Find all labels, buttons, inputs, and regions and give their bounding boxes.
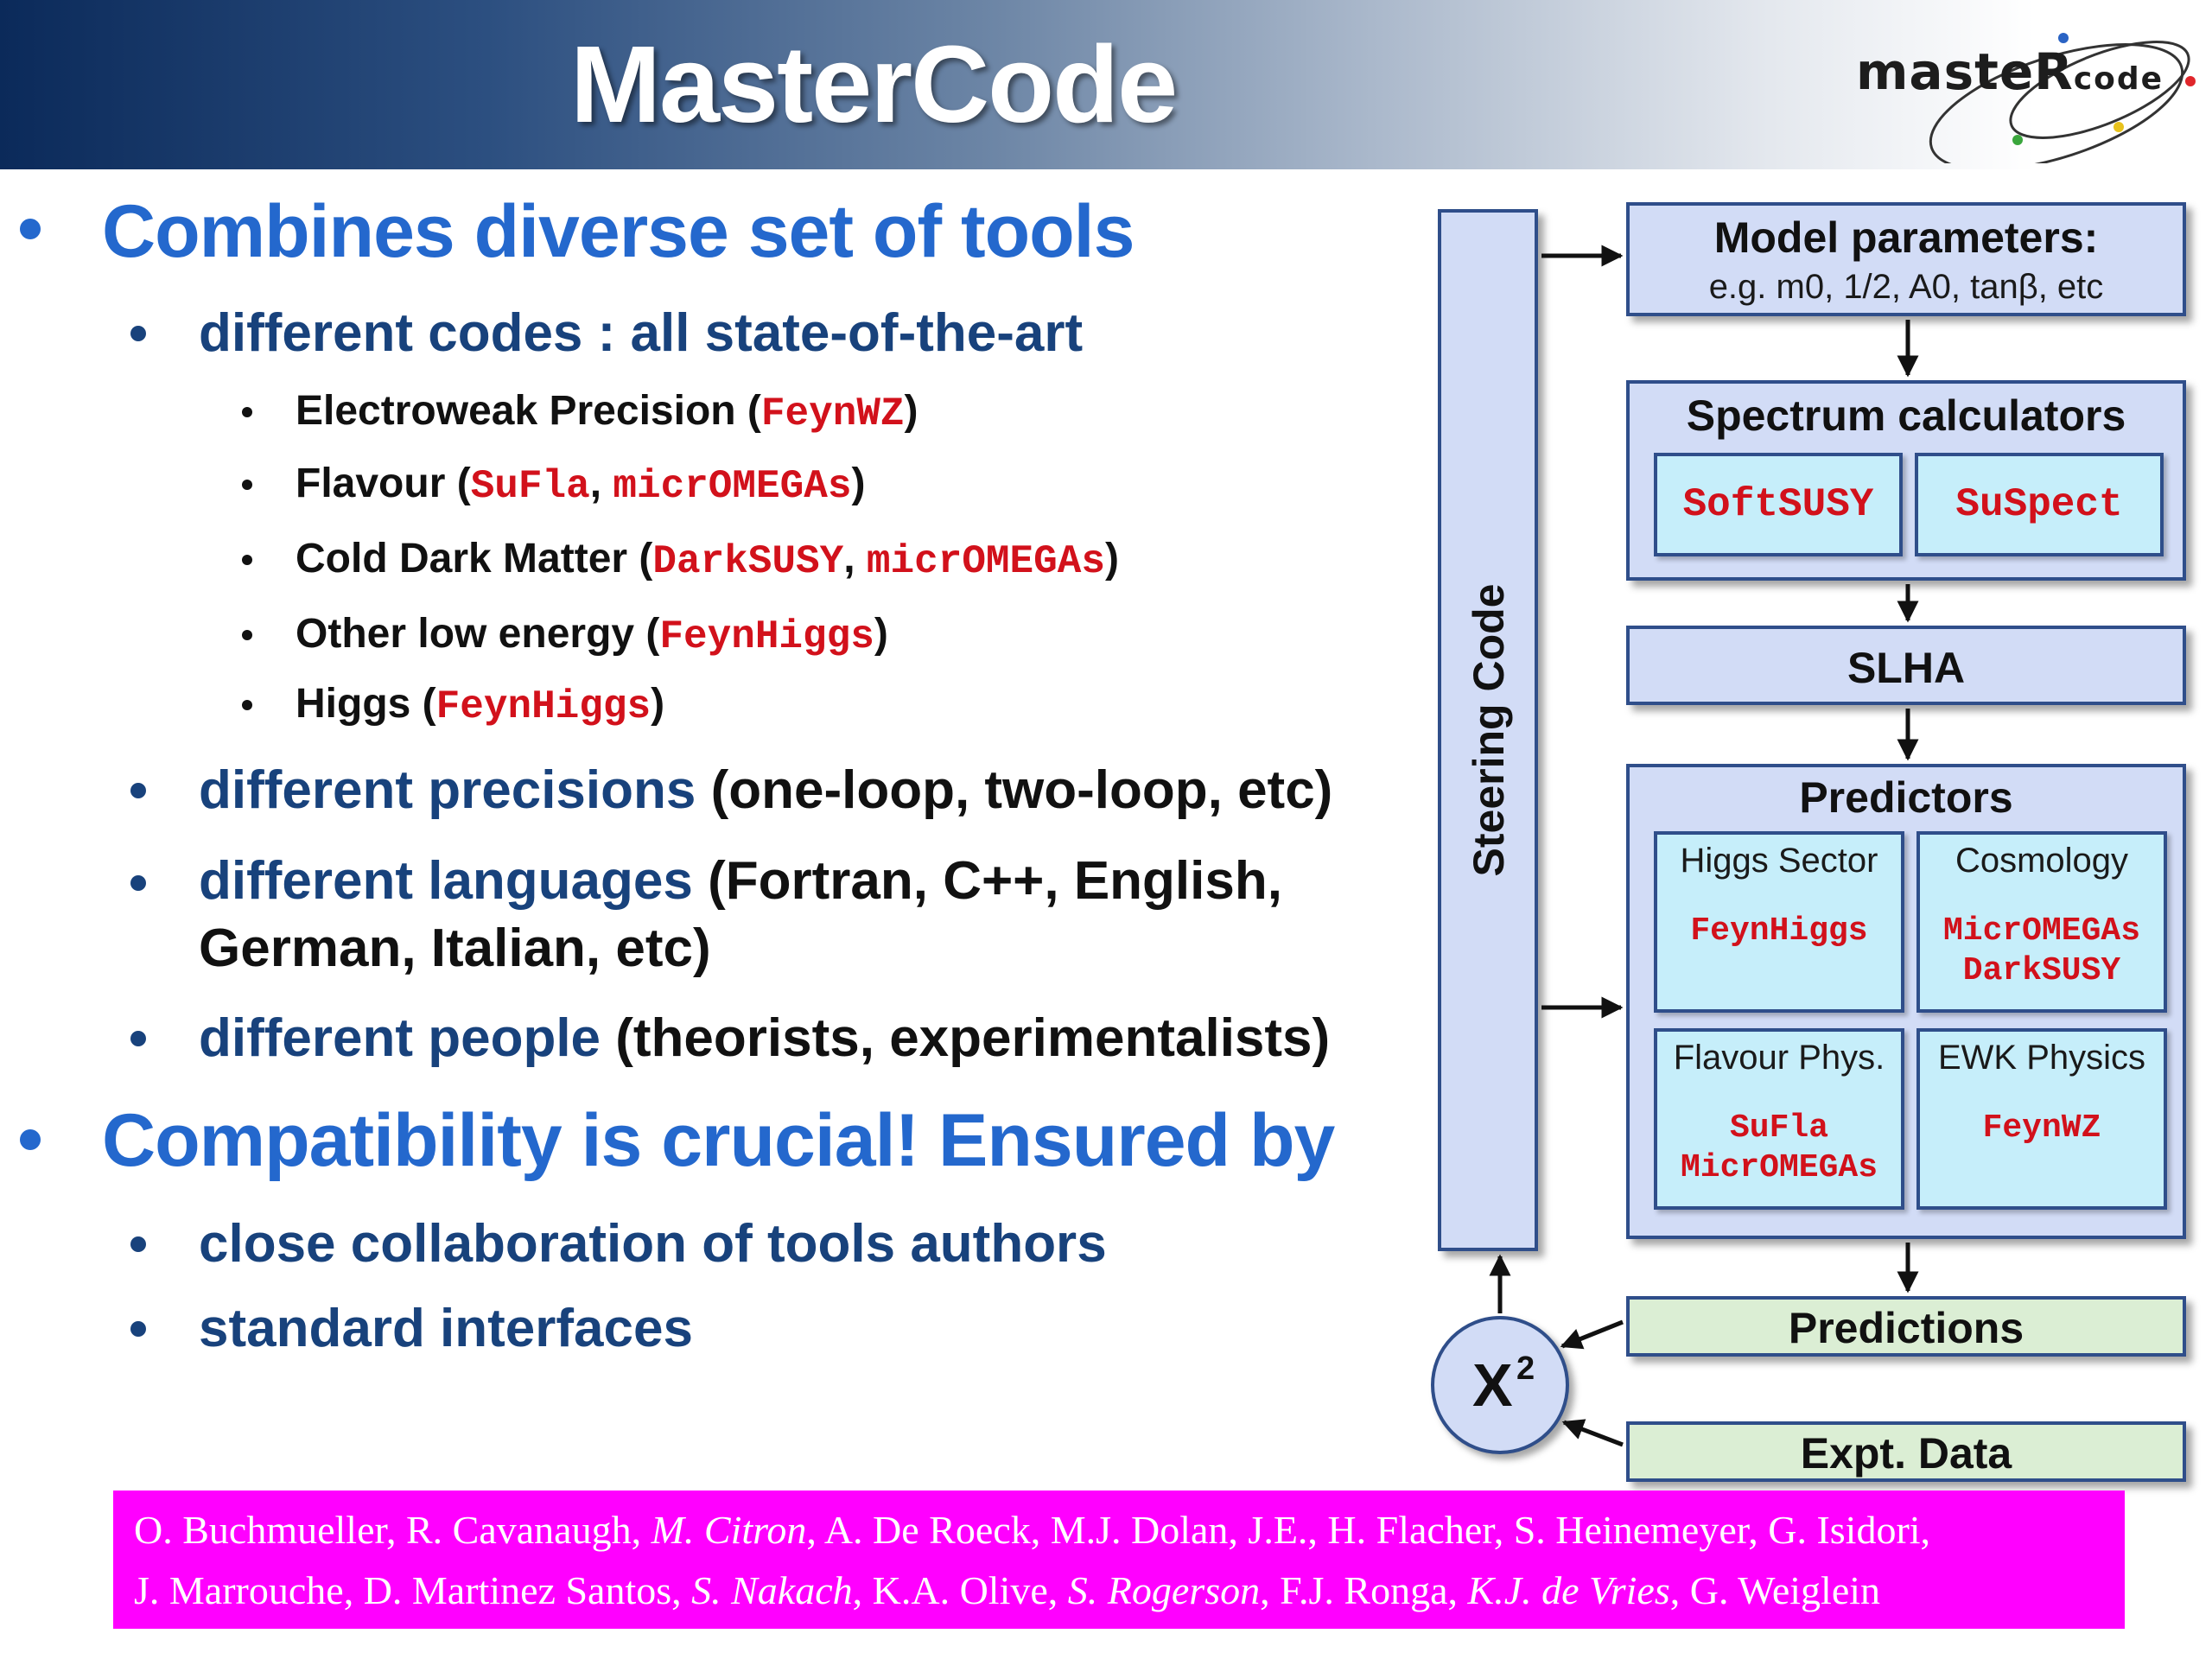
header-bar: MasterCode masteRcode <box>0 0 2212 169</box>
slide-title: MasterCode <box>570 23 1178 145</box>
predictors-box: Predictors Higgs Sector FeynHiggs Cosmol… <box>1626 764 2186 1239</box>
ewk-physics-box: EWK Physics FeynWZ <box>1916 1028 2167 1210</box>
bullet-dot <box>130 326 146 341</box>
bullet-dot <box>20 1129 41 1150</box>
bullet-cold-dark-matter: Cold Dark Matter (DarkSUSY, micrOMEGAs) <box>296 536 1119 584</box>
bullet-different-precisions: different precisions (one-loop, two-loop… <box>199 760 1333 820</box>
mastercode-logo: masteRcode <box>1840 12 2203 163</box>
softsusy-box: SoftSUSY <box>1654 453 1903 556</box>
bullet-electroweak: Electroweak Precision (FeynWZ) <box>296 388 918 436</box>
code-darksusy: DarkSUSY <box>652 539 844 584</box>
bullet-dot <box>130 1236 146 1252</box>
bullet-dot <box>242 630 252 640</box>
code-micromegas: micrOMEGAs <box>866 539 1105 584</box>
code-feynhiggs: FeynHiggs <box>435 684 652 729</box>
author-list-banner: O. Buchmueller, R. Cavanaugh, M. Citron,… <box>113 1491 2125 1629</box>
bullet-dot <box>242 480 252 490</box>
logo-orbit-graphic <box>1929 33 2196 163</box>
bullet-combines-tools: Combines diverse set of tools <box>102 190 1135 273</box>
author-line-2: J. Marrouche, D. Martinez Santos, S. Nak… <box>134 1568 1881 1612</box>
higgs-sector-label: Higgs Sector <box>1680 842 1878 880</box>
predictions-label: Predictions <box>1788 1304 2024 1352</box>
bullet-dot <box>242 700 252 710</box>
expt-data-label: Expt. Data <box>1800 1429 2012 1478</box>
bullet-dot <box>130 1321 146 1337</box>
bullet-standard-interfaces: standard interfaces <box>199 1299 693 1358</box>
bullet-higgs: Higgs (FeynHiggs) <box>296 681 665 729</box>
bullet-flavour: Flavour (SuFla, micrOMEGAs) <box>296 461 866 509</box>
suspect-label: SuSpect <box>1955 482 2123 527</box>
softsusy-label: SoftSUSY <box>1682 482 1874 527</box>
slha-label: SLHA <box>1847 644 1966 692</box>
flavour-physics-box: Flavour Phys. SuFla MicrOMEGAs <box>1654 1028 1904 1210</box>
arrow-data-to-chi <box>1561 1419 1624 1447</box>
predictors-title: Predictors <box>1799 773 2013 822</box>
cosmology-label: Cosmology <box>1955 842 2129 880</box>
bullet-close-collaboration: close collaboration of tools authors <box>199 1214 1107 1274</box>
bullet-dot <box>242 555 252 565</box>
bullet-dot <box>20 219 41 239</box>
bullet-other-low-energy: Other low energy (FeynHiggs) <box>296 611 888 659</box>
arrow-predictions-to-chi <box>1560 1319 1624 1350</box>
suspect-box: SuSpect <box>1915 453 2164 556</box>
flavour-physics-label: Flavour Phys. <box>1673 1039 1885 1077</box>
spectrum-calculators-box: Spectrum calculators SoftSUSY SuSpect <box>1626 380 2186 581</box>
higgs-sector-box: Higgs Sector FeynHiggs <box>1654 831 1904 1013</box>
bullet-different-languages: different languages (Fortran, C++, Engli… <box>199 851 1282 911</box>
higgs-sector-code: FeynHiggs <box>1690 912 1868 950</box>
logo-wordmark: masteRcode <box>1856 42 2164 101</box>
cosmology-box: Cosmology MicrOMEGAs DarkSUSY <box>1916 831 2167 1013</box>
cosmology-code-2: DarkSUSY <box>1962 952 2121 989</box>
chi-squared-node: X 2 <box>1431 1316 1569 1454</box>
bullet-dot <box>242 407 252 417</box>
bullet-different-people: different people (theorists, experimenta… <box>199 1008 1331 1068</box>
flavour-physics-code-1: SuFla <box>1729 1109 1829 1147</box>
bullet-compatibility: Compatibility is crucial! Ensured by <box>102 1099 1335 1182</box>
predictions-box: Predictions <box>1626 1296 2186 1357</box>
chi-squared-exponent: 2 <box>1516 1351 1535 1387</box>
code-feynhiggs: FeynHiggs <box>659 614 874 659</box>
model-parameters-box: Model parameters: e.g. m0, 1/2, A0, tanβ… <box>1626 202 2186 316</box>
expt-data-box: Expt. Data <box>1626 1421 2186 1482</box>
flavour-physics-code-2: MicrOMEGAs <box>1680 1149 1878 1186</box>
model-parameters-title: Model parameters: <box>1713 213 2099 262</box>
ewk-physics-label: EWK Physics <box>1937 1039 2146 1077</box>
cosmology-code-1: MicrOMEGAs <box>1942 912 2141 950</box>
ewk-physics-code: FeynWZ <box>1982 1109 2101 1147</box>
slha-box: SLHA <box>1626 626 2186 705</box>
steering-code-box <box>1438 209 1538 1251</box>
model-parameters-subtitle: e.g. m0, 1/2, A0, tanβ, etc <box>1708 268 2104 306</box>
bullet-dot <box>130 875 146 891</box>
chi-squared-symbol: X <box>1472 1351 1513 1419</box>
bullet-dot <box>130 783 146 798</box>
bullet-dot <box>130 1031 146 1046</box>
code-sufla: SuFla <box>470 464 590 509</box>
code-micromegas: micrOMEGAs <box>613 464 852 509</box>
code-feynwz: FeynWZ <box>760 391 905 436</box>
bullet-different-codes: different codes : all state-of-the-art <box>199 303 1084 363</box>
spectrum-calculators-title: Spectrum calculators <box>1686 391 2126 440</box>
bullet-different-languages-cont: German, Italian, etc) <box>199 918 711 978</box>
author-line-1: O. Buchmueller, R. Cavanaugh, M. Citron,… <box>134 1508 1931 1552</box>
